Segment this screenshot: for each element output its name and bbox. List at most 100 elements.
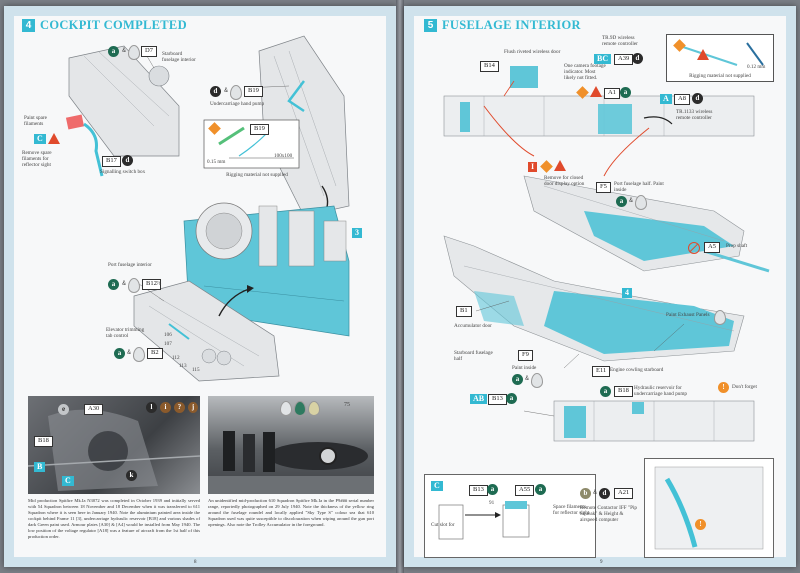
part-num-115: 115 bbox=[192, 367, 200, 373]
label-starboard-half: Starboard fuselage half bbox=[454, 350, 493, 362]
sight-detail-panel: C B13 a A55 a 91 Cut slot for Space fila… bbox=[424, 474, 596, 558]
paint-code-unknown: ? bbox=[174, 402, 185, 413]
paint-code-d-3: d bbox=[599, 488, 610, 499]
part-ref-d7: D7 bbox=[141, 46, 157, 57]
label-hydraulic-reservoir: Hydraulic reservoir for undercarriage ha… bbox=[634, 385, 688, 397]
page-cockpit-completed: 4 COCKPIT COMPLETED bbox=[4, 6, 396, 567]
part-ref-a39: A39 bbox=[614, 54, 634, 65]
page-fuselage-interior: 5 FUSELAGE INTERIOR bbox=[404, 6, 796, 567]
label-dont-forget: Don't forget bbox=[732, 384, 757, 390]
part-ref-b17: B17 bbox=[102, 156, 121, 167]
part-num-112: 112 bbox=[172, 355, 180, 361]
ampersand: & bbox=[629, 198, 634, 204]
warning-icon bbox=[554, 160, 566, 171]
label-rigging-not-supplied: Rigging material not supplied bbox=[226, 172, 288, 178]
part-ref-b13: B13 bbox=[488, 394, 507, 405]
label-space-filaments: Space filaments for reflector sight bbox=[553, 504, 590, 516]
ampersand: & bbox=[127, 350, 132, 356]
paint-code-d-2: d bbox=[210, 86, 221, 97]
fuselage-drawings bbox=[443, 66, 770, 537]
ampersand: & bbox=[593, 490, 598, 496]
label-engine-cowling: Engine cowling starboard bbox=[610, 367, 664, 373]
section-header: 4 COCKPIT COMPLETED bbox=[22, 18, 187, 33]
label-port-fuselage: Port fuselage interior bbox=[108, 262, 152, 268]
paint-code-a-2: a bbox=[108, 279, 119, 290]
label-port-fuselage-half: Port fuselage half. Paint inside bbox=[614, 181, 664, 193]
part-ref-b2: B2 bbox=[147, 348, 163, 359]
callout-i: I bbox=[528, 162, 538, 172]
label-elevator-trim: Elevator trimming tab control bbox=[106, 327, 145, 339]
label-tr9d: TR.9D wireless remote controller bbox=[602, 35, 638, 47]
ampersand: & bbox=[122, 48, 127, 54]
label-paint-inside: Paint inside bbox=[512, 365, 537, 371]
part-num-106: 106 bbox=[164, 332, 172, 338]
part-ref-a8: A8 bbox=[674, 94, 690, 105]
section-number: 4 bbox=[22, 19, 35, 32]
paint-code-l: l bbox=[146, 402, 157, 413]
paint-code-j: j bbox=[188, 402, 198, 413]
warning-icon bbox=[590, 86, 602, 97]
label-starboard-fuselage: Starboard fuselage interior bbox=[162, 51, 196, 63]
label-rig-size: 0.15 mm bbox=[207, 159, 226, 165]
label-rigging-not-supplied: Rigging material not supplied bbox=[689, 73, 751, 79]
paint-code-a-6: a bbox=[487, 484, 498, 495]
paint-drop-icon bbox=[128, 45, 140, 60]
part-ref-f5: F5 bbox=[596, 182, 611, 193]
part-ref-e11: E11 bbox=[592, 366, 611, 377]
part-ref-b19-rig: B19 bbox=[250, 124, 269, 135]
label-prop-shaft: Prop shaft bbox=[726, 243, 748, 249]
paint-code-i: i bbox=[160, 402, 171, 413]
label-remote-contactor: Remote Contactor IFF "Pip Squeak" & Heig… bbox=[580, 505, 638, 523]
warning-icon bbox=[48, 133, 60, 144]
squadron-photo: 75 bbox=[208, 396, 374, 494]
paint-code-a-5: a bbox=[506, 393, 517, 404]
part-ref-b13-panel: B13 bbox=[469, 485, 488, 496]
callout-a: A bbox=[660, 94, 672, 104]
paint-code-b: b bbox=[580, 488, 591, 499]
step-number-3: 3 bbox=[352, 228, 362, 238]
part-ref-b12: B12 bbox=[142, 279, 161, 290]
paint-code-d-2: d bbox=[692, 93, 703, 104]
label-paint-exhaust: Paint Exhaust Panels bbox=[666, 312, 710, 318]
caption-right-photo: An unidentified mid-production 610 Squad… bbox=[208, 498, 374, 527]
paint-drop-icon bbox=[230, 85, 242, 100]
label-rig-grid: 100x100 bbox=[274, 153, 293, 159]
label-signalling-switch: Signalling switch box bbox=[100, 169, 146, 175]
label-undercarriage-pump: Undercarriage hand pump bbox=[210, 101, 265, 107]
paint-code-a-4: a bbox=[600, 386, 611, 397]
cockpit-drawings bbox=[65, 35, 350, 382]
photo-callout-b: B bbox=[34, 462, 46, 472]
section-number: 5 bbox=[424, 19, 437, 32]
part-ref-a1: A1 bbox=[604, 88, 620, 99]
part-num-76: 76 bbox=[156, 281, 162, 287]
label-tr1133: TR.1133 wireless remote controller bbox=[676, 109, 713, 121]
paint-drop-icon bbox=[128, 278, 140, 293]
ampersand: & bbox=[122, 281, 127, 287]
warning-icon bbox=[697, 49, 709, 60]
part-ref-a55: A55 bbox=[515, 485, 535, 496]
paint-code-a: a bbox=[108, 46, 119, 57]
alert-icon: ! bbox=[718, 382, 729, 393]
detail-inset-panel: ! bbox=[644, 458, 774, 558]
paint-drop-icon bbox=[635, 195, 647, 210]
step-number-4: 4 bbox=[622, 288, 632, 298]
alert-icon: ! bbox=[695, 519, 706, 530]
part-num-113: 113 bbox=[179, 363, 187, 369]
label-remove-closed: Remove for closed door display option bbox=[544, 175, 585, 187]
photo-callout-c: C bbox=[62, 476, 74, 486]
photo-ref-a30: A30 bbox=[84, 404, 104, 415]
part-ref-a5: A5 bbox=[704, 242, 720, 253]
paint-code-d: d bbox=[632, 53, 643, 64]
paint-drop-icon bbox=[531, 373, 543, 388]
section-header: 5 FUSELAGE INTERIOR bbox=[424, 18, 581, 33]
paint-code-a-3: a bbox=[512, 374, 523, 385]
part-ref-b14: B14 bbox=[480, 61, 499, 72]
photo-callout-k: k bbox=[126, 470, 137, 481]
label-paint-spare: Paint spare filaments bbox=[24, 115, 47, 127]
paint-drop-icon bbox=[294, 401, 306, 416]
label-camera-footage: One camera footage indicator. Most likel… bbox=[564, 63, 606, 81]
part-num-107: 107 bbox=[164, 341, 172, 347]
section-title: COCKPIT COMPLETED bbox=[40, 18, 187, 32]
label-cut-slot: Cut slot for bbox=[431, 522, 455, 528]
